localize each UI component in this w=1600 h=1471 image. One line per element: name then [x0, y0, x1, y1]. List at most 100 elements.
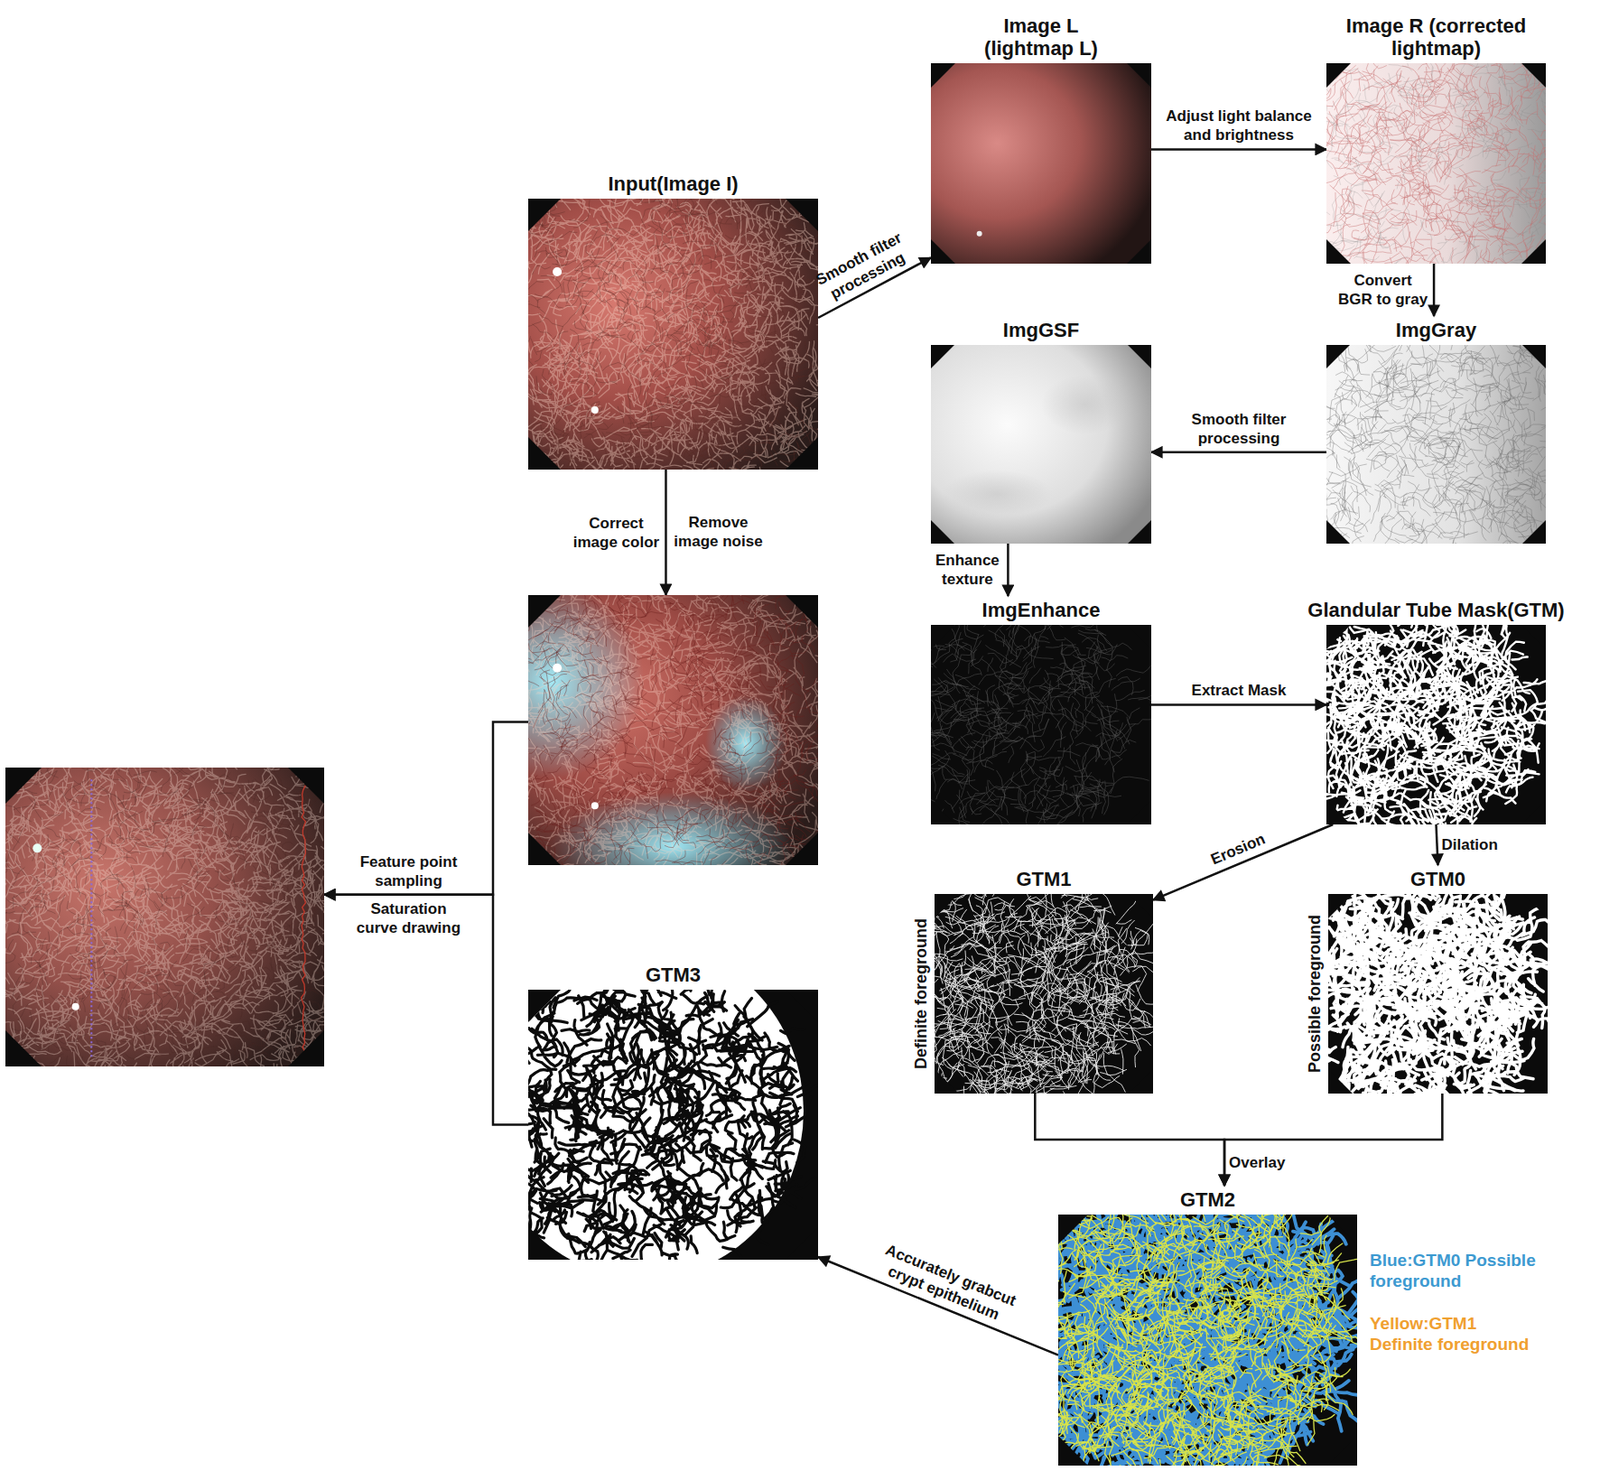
sampling-line	[90, 779, 93, 1058]
step-label: Remove image noise	[672, 512, 764, 551]
legend-text: Blue:GTM0 Possible foreground	[1369, 1249, 1547, 1292]
endoscopy-image	[5, 767, 325, 1067]
step-label: Accurately grabcut crypt epithelium	[868, 1237, 1025, 1331]
legend-text: Yellow:GTM1 Definite foreground	[1369, 1312, 1537, 1355]
image-ground	[930, 63, 1152, 264]
step-label: Dilation	[1441, 835, 1524, 855]
image-panel: GTM0Possible foreground	[1328, 865, 1548, 1094]
flow-arrow	[1151, 451, 1327, 455]
gland-texture	[930, 624, 1152, 825]
stain-patch	[941, 470, 1052, 519]
gland-texture	[1326, 63, 1546, 264]
gland-texture	[1328, 893, 1548, 1094]
side-label: Definite foreground	[911, 893, 931, 1094]
endoscopy-image	[930, 344, 1152, 544]
gland-texture	[528, 989, 819, 1260]
flow-arrow	[1151, 148, 1327, 151]
flow-arrow	[1034, 1093, 1225, 1186]
image-holder	[930, 63, 1152, 264]
image-panel: GTM3	[528, 960, 819, 1260]
image-holder	[930, 344, 1152, 544]
image-panel: ImgGray	[1326, 316, 1546, 544]
endoscopy-image	[1326, 63, 1546, 264]
endoscopy-image	[1058, 1214, 1358, 1466]
image-holder	[528, 989, 819, 1260]
panel-title: Glandular Tube Mask(GTM)	[1296, 595, 1577, 625]
step-label: Extract Mask	[1157, 680, 1321, 700]
flow-arrow	[1224, 1093, 1442, 1186]
panel-title: GTM0	[1328, 865, 1548, 894]
light-reflex	[552, 663, 562, 673]
endoscopy-image	[1326, 624, 1546, 825]
side-label: Possible foreground	[1304, 893, 1325, 1094]
image-holder	[934, 893, 1154, 1094]
gland-texture	[528, 198, 819, 470]
image-panel: ImgEnhance	[930, 595, 1152, 825]
light-reflex	[591, 801, 599, 810]
image-ground	[930, 344, 1152, 544]
panel-title: ImgEnhance	[930, 595, 1152, 625]
flow-arrow	[324, 722, 529, 895]
image-panel: Glandular Tube Mask(GTM)	[1326, 595, 1546, 825]
image-panel: Image R (corrected lightmap)	[1326, 11, 1546, 264]
panel-title: ImgGSF	[930, 316, 1152, 345]
image-holder	[1328, 893, 1548, 1094]
image-panel: ImgGSF	[930, 316, 1152, 544]
image-holder	[1326, 624, 1546, 825]
step-label: Smooth filter processing	[807, 224, 920, 309]
gland-texture	[934, 893, 1154, 1094]
step-label: Smooth filter processing	[1185, 409, 1293, 448]
step-label: Overlay	[1228, 1153, 1311, 1173]
flow-arrow	[1432, 263, 1436, 317]
image-panel	[528, 595, 819, 866]
step-label: Erosion	[1196, 824, 1279, 874]
gland-texture	[528, 595, 819, 866]
image-frame	[930, 344, 1152, 544]
flow-arrow	[1436, 824, 1439, 866]
image-panel: Input(Image I)	[528, 169, 819, 470]
endoscopy-image	[934, 893, 1154, 1094]
light-reflex	[32, 843, 42, 853]
gland-texture	[1058, 1214, 1358, 1466]
endoscopy-image	[930, 624, 1152, 825]
image-holder	[930, 624, 1152, 825]
light-reflex	[976, 231, 983, 237]
image-holder	[1326, 344, 1546, 544]
endoscopy-image	[930, 63, 1152, 264]
flow-arrow	[1153, 824, 1333, 901]
panel-title: GTM1	[934, 865, 1154, 894]
saturation-curve	[301, 785, 307, 1057]
step-label: Correct image color	[570, 513, 661, 552]
image-holder	[1326, 63, 1546, 264]
panel-title: GTM2	[1058, 1185, 1358, 1215]
gland-texture	[5, 767, 325, 1067]
flow-arrow	[1006, 543, 1010, 596]
panel-title: Input(Image I)	[528, 169, 819, 199]
endoscopy-image	[528, 989, 819, 1260]
endoscopy-image	[1326, 344, 1546, 544]
image-holder	[528, 595, 819, 866]
flow-arrow	[1151, 703, 1327, 707]
legend-entry: Blue:GTM0 Possible foreground	[1369, 1249, 1547, 1292]
legend-entry: Yellow:GTM1 Definite foreground	[1369, 1312, 1537, 1355]
image-panel	[5, 767, 325, 1067]
stain-patch	[1041, 374, 1130, 435]
step-label: Saturation curve drawing	[352, 899, 466, 938]
light-reflex	[591, 406, 599, 414]
gland-texture	[1326, 624, 1546, 825]
panel-title: Image L (lightmap L)	[964, 11, 1118, 64]
image-holder	[528, 198, 819, 470]
gland-texture	[1326, 344, 1546, 544]
endoscopy-image	[528, 198, 819, 470]
image-frame	[930, 63, 1152, 264]
step-label: Feature point sampling	[352, 852, 466, 891]
panel-title: GTM3	[528, 960, 819, 990]
step-label: Enhance texture	[930, 550, 1004, 589]
gland-texture	[1058, 1214, 1358, 1466]
image-panel: Image L (lightmap L)	[930, 11, 1152, 264]
step-label: Adjust light balance and brightness	[1157, 106, 1321, 145]
flow-arrow	[324, 894, 529, 1126]
endoscopy-image	[1328, 893, 1548, 1094]
light-reflex	[552, 267, 562, 277]
step-label: Convert BGR to gray	[1336, 270, 1430, 309]
